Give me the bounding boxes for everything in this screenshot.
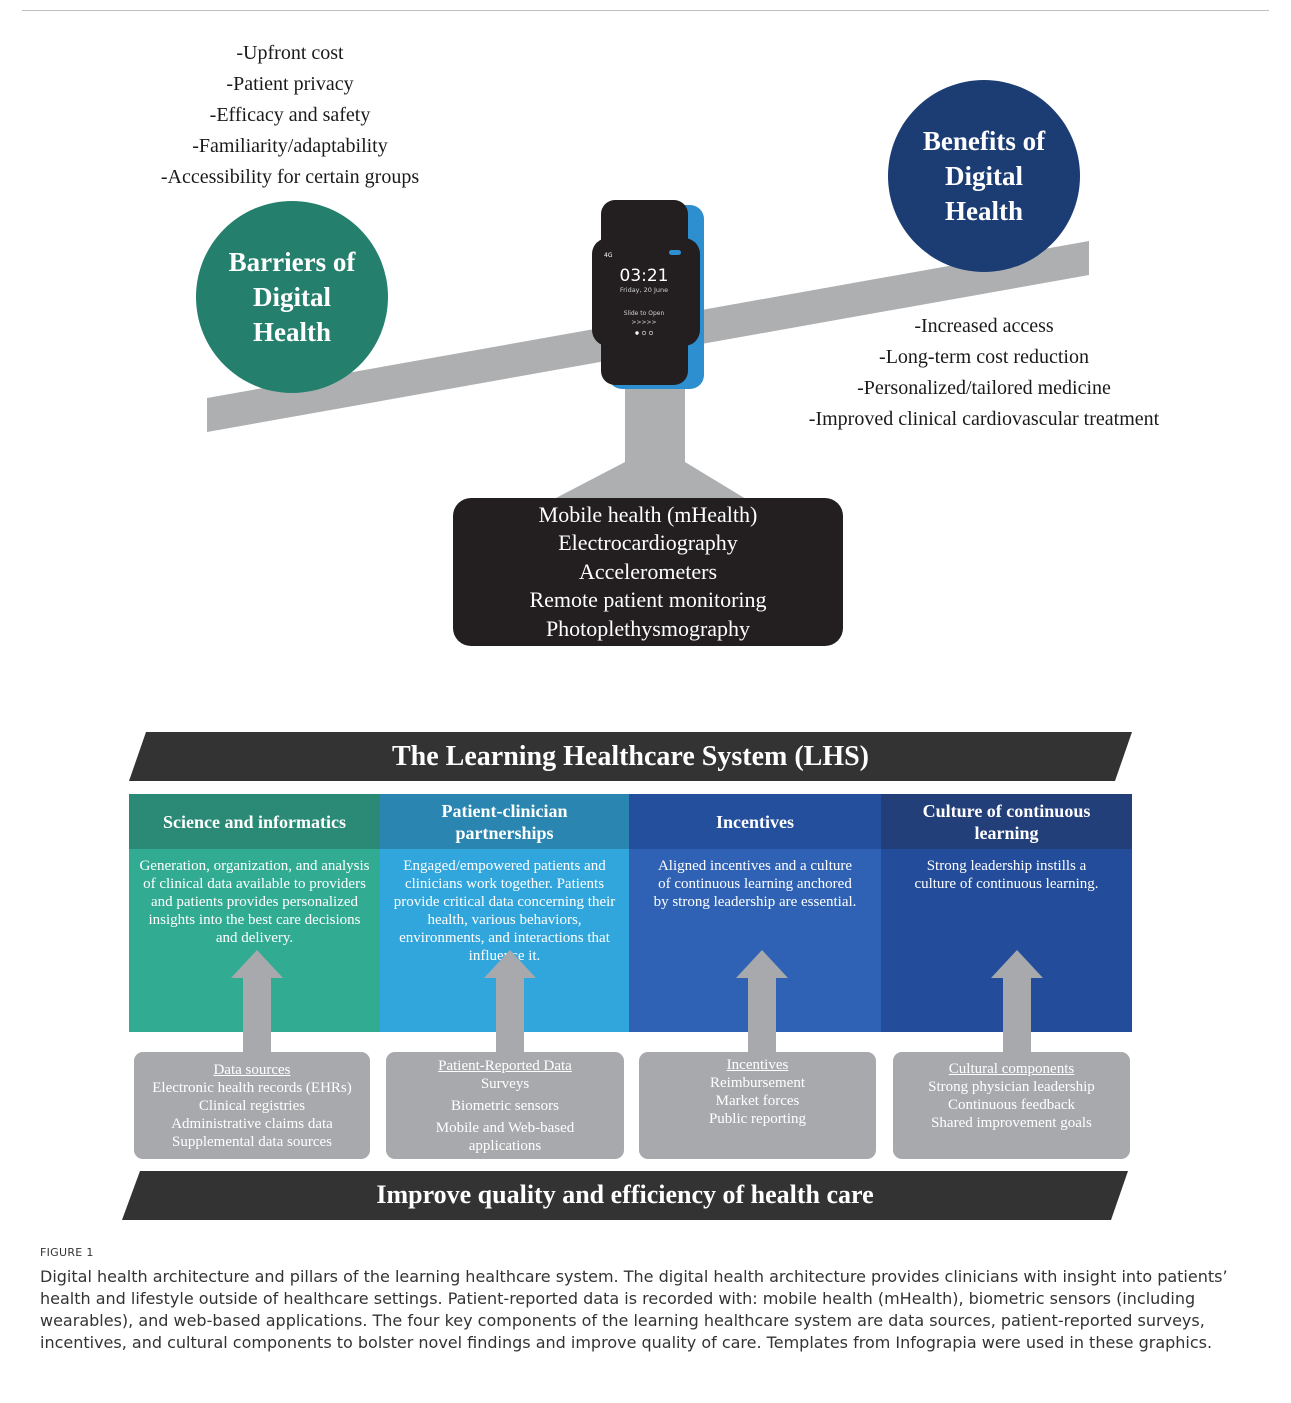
technology-item: Mobile health (mHealth) — [538, 501, 758, 527]
watch-chevrons: >>>>> — [631, 319, 656, 326]
barriers-title: Barriers of Digital Health — [228, 246, 356, 347]
pillar-body-science: Generation, organization, and analysis o… — [129, 849, 380, 1032]
source-title: Patient-Reported Data — [438, 1057, 572, 1074]
seesaw-graphic: 4G 03:21 Friday, 20 June Slide to Open >… — [207, 200, 1089, 499]
technology-item: Photoplethysmography — [545, 615, 751, 641]
figure-caption: Digital health architecture and pillars … — [40, 1267, 1228, 1352]
lhs-title: The Learning Healthcare System (LHS) — [391, 741, 869, 772]
figure-label: FIGURE 1 — [40, 1246, 94, 1259]
source-item: Biometric sensors — [451, 1097, 559, 1114]
pillar-body-culture: Strong leadership instills a culture of … — [881, 849, 1132, 1032]
pillar-head-culture: Culture of continuous learning — [881, 794, 1132, 849]
barrier-item: -Accessibility for certain groups — [160, 166, 420, 188]
source-item: Supplemental data sources — [172, 1133, 332, 1150]
source-title: Incentives — [726, 1057, 789, 1073]
up-arrow-icon — [991, 950, 1043, 1057]
pillar-head-incentives: Incentives — [629, 794, 881, 849]
source-box-patient: Patient-Reported Data Surveys Biometric … — [386, 1052, 624, 1159]
pillar-description: Engaged/empowered patients and clinician… — [393, 858, 616, 964]
pillar-title: Science and informatics — [163, 811, 346, 832]
pillar-description: Generation, organization, and analysis o… — [139, 858, 370, 946]
barrier-item: -Patient privacy — [226, 73, 354, 95]
source-item: Public reporting — [708, 1111, 807, 1127]
benefit-item: -Improved clinical cardiovascular treatm… — [808, 408, 1160, 430]
pillar-title: Patient-clinician partnerships — [441, 800, 568, 843]
watch-signal: 4G — [604, 252, 613, 259]
source-item: Clinical registries — [198, 1097, 306, 1114]
benefit-item: -Increased access — [914, 315, 1054, 337]
barriers-list: -Upfront cost -Patient privacy -Efficacy… — [140, 38, 440, 193]
up-arrow-icon — [484, 950, 536, 1057]
benefits-title: Benefits of Digital Health — [922, 125, 1046, 226]
benefit-item: -Personalized/tailored medicine — [857, 377, 1111, 399]
seesaw-stand — [554, 372, 746, 499]
smartwatch-icon: 4G 03:21 Friday, 20 June Slide to Open >… — [592, 200, 704, 389]
benefit-item: -Long-term cost reduction — [879, 346, 1089, 368]
source-item: Surveys — [480, 1075, 530, 1092]
technology-item: Accelerometers — [578, 558, 718, 584]
pillar-head-partnerships: Patient-clinician partnerships — [380, 794, 629, 849]
source-item: Reimbursement — [710, 1075, 805, 1091]
source-item: Mobile and Web-based applications — [435, 1119, 575, 1154]
source-item: Administrative claims data — [171, 1115, 333, 1132]
benefits-list: -Increased access -Long-term cost reduct… — [784, 311, 1184, 435]
source-box-culture: Cultural components Strong physician lea… — [893, 1052, 1130, 1159]
lhs-title-banner — [129, 732, 1132, 781]
barrier-item: -Efficacy and safety — [209, 104, 371, 126]
watch-time: 03:21 — [620, 266, 669, 286]
source-item: Strong physician leadership — [928, 1079, 1095, 1095]
watch-slide: Slide to Open — [624, 310, 665, 317]
up-arrow-icon — [231, 950, 283, 1057]
source-box-incentives: Incentives Reimbursement Market forces P… — [639, 1052, 876, 1159]
source-title: Data sources — [213, 1061, 291, 1078]
source-item: Shared improvement goals — [931, 1115, 1092, 1131]
source-title: Cultural components — [948, 1061, 1075, 1077]
pillar-head-science: Science and informatics — [129, 794, 380, 849]
up-arrow-icon — [736, 950, 788, 1057]
pillar-title: Culture of continuous learning — [922, 800, 1091, 843]
source-item: Market forces — [715, 1093, 800, 1109]
source-item: Electronic health records (EHRs) — [152, 1079, 352, 1096]
barrier-item: -Upfront cost — [236, 42, 344, 64]
lhs-footer: Improve quality and efficiency of health… — [376, 1180, 874, 1209]
source-item: Continuous feedback — [947, 1097, 1076, 1113]
benefits-circle: Benefits of Digital Health — [888, 80, 1080, 272]
watch-date: Friday, 20 June — [620, 286, 668, 294]
pillar-description: Aligned incentives and a culture of cont… — [653, 858, 857, 910]
barriers-circle: Barriers of Digital Health — [196, 201, 388, 393]
pillar-description: Strong leadership instills a culture of … — [914, 858, 1099, 892]
pillar-title: Incentives — [716, 811, 794, 832]
top-rule — [22, 10, 1269, 11]
source-box-data: Data sources Electronic health records (… — [134, 1052, 370, 1159]
technology-item: Remote patient monitoring — [529, 587, 767, 613]
barrier-item: -Familiarity/adaptability — [192, 135, 388, 157]
technology-item: Electrocardiography — [558, 530, 738, 556]
lhs-footer-banner — [122, 1171, 1128, 1220]
technology-box: Mobile health (mHealth) Electrocardiogra… — [453, 498, 843, 646]
